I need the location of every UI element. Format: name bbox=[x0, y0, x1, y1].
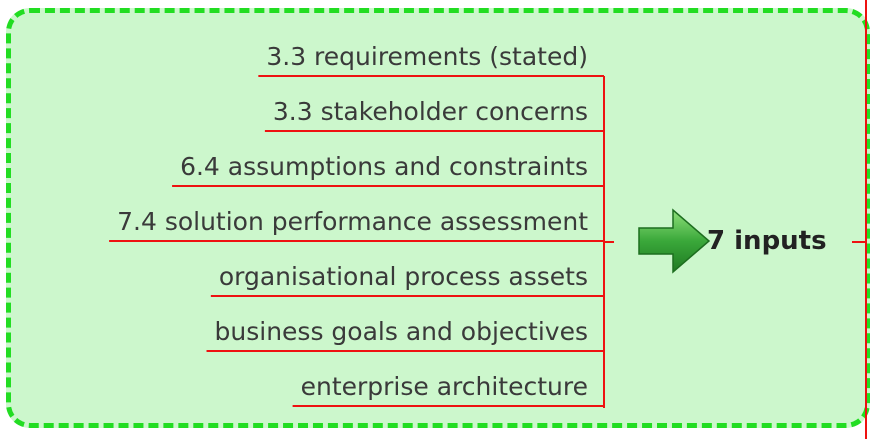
input-item-assumptions-constraints[interactable]: 6.4 assumptions and constraints bbox=[180, 152, 588, 181]
input-item-stakeholder-concerns[interactable]: 3.3 stakeholder concerns bbox=[272, 97, 588, 126]
input-item-process-assets[interactable]: organisational process assets bbox=[218, 262, 588, 291]
center-topic[interactable]: 7 inputs bbox=[637, 206, 827, 276]
input-item-enterprise-architecture[interactable]: enterprise architecture bbox=[300, 372, 588, 401]
input-item-requirements[interactable]: 3.3 requirements (stated) bbox=[266, 42, 588, 71]
center-topic-label: 7 inputs bbox=[707, 226, 827, 256]
green-right-arrow-icon bbox=[638, 208, 711, 274]
input-group-boundary bbox=[6, 8, 870, 428]
input-item-business-goals[interactable]: business goals and objectives bbox=[214, 317, 588, 346]
input-item-solution-performance[interactable]: 7.4 solution performance assessment bbox=[117, 207, 588, 236]
